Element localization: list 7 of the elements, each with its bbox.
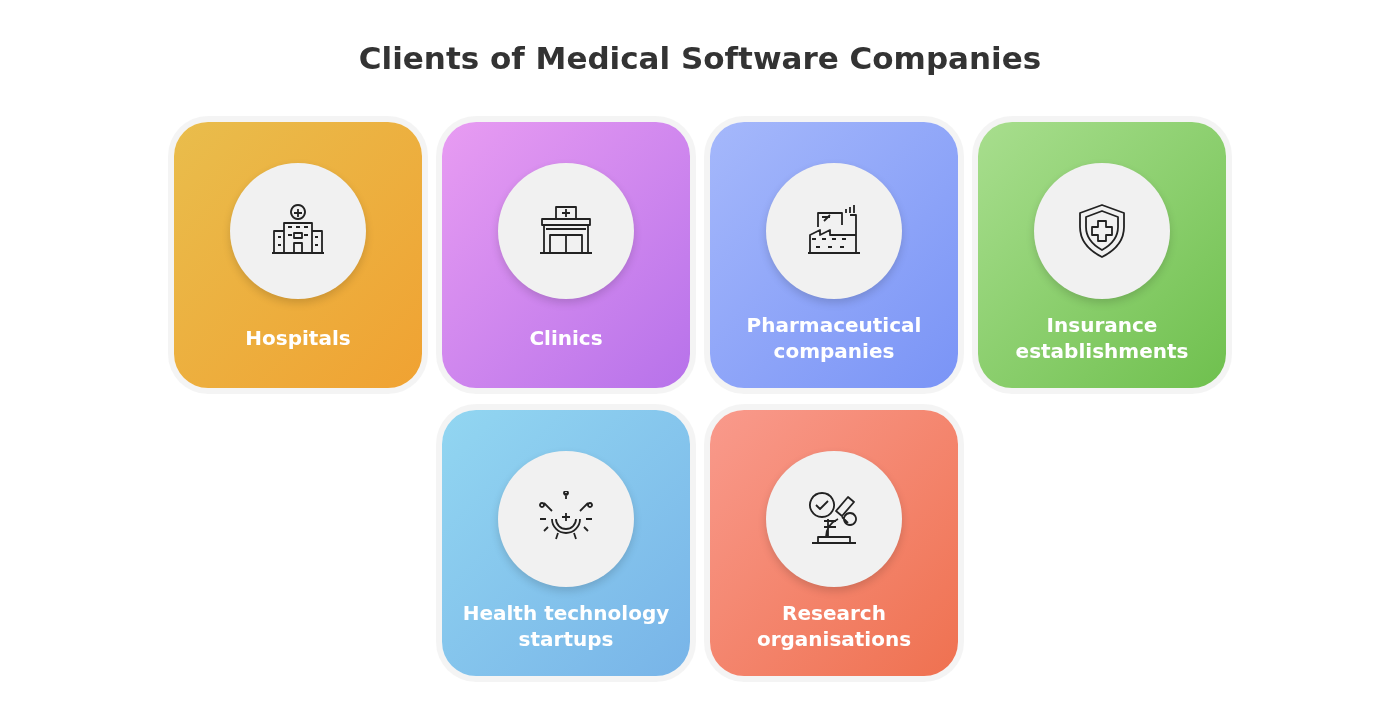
card-label: Research organisations <box>755 600 913 652</box>
card-label: Pharmaceutical companies <box>745 312 923 364</box>
card-label: Clinics <box>529 325 603 351</box>
card-label: Hospitals <box>245 325 351 351</box>
title: Clients of Medical Software Companies <box>358 40 1042 76</box>
card-label: Health technology startups <box>461 600 671 652</box>
card-label: Insurance establishments <box>1014 312 1190 364</box>
